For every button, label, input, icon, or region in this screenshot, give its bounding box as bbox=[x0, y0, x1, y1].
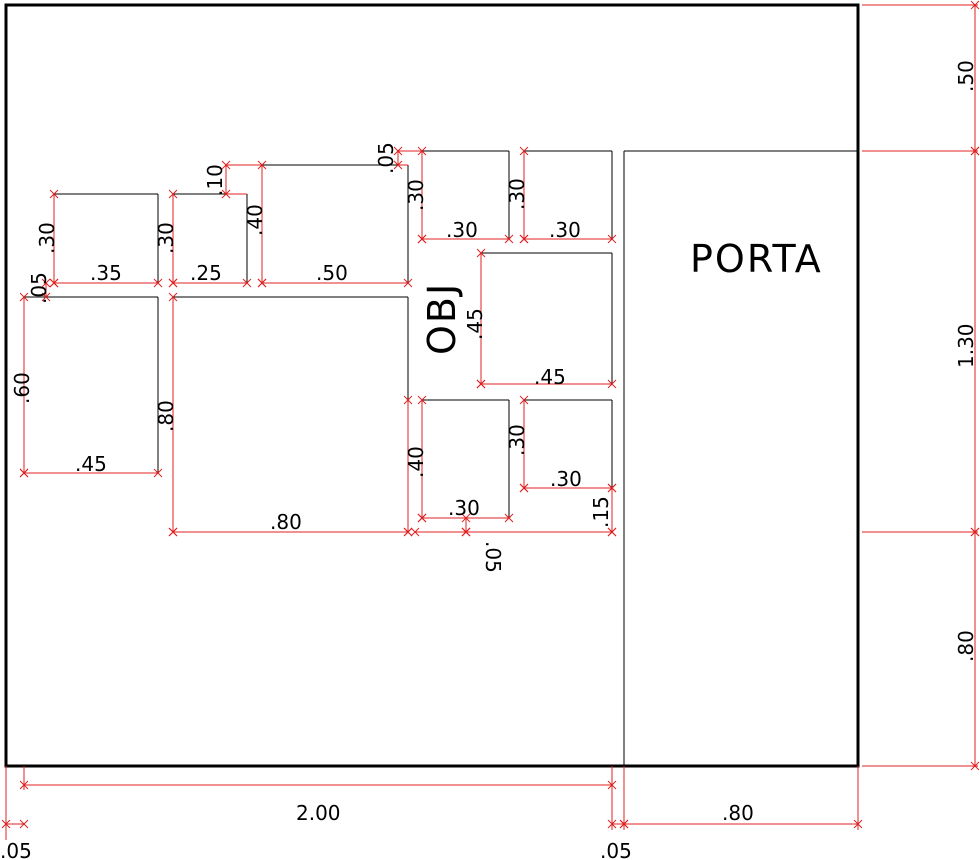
dimension-tick bbox=[417, 146, 427, 156]
box4-height: .30 bbox=[404, 179, 428, 211]
dimension-tick bbox=[461, 513, 471, 523]
dimension-tick bbox=[607, 527, 617, 537]
box2-width: .25 bbox=[190, 261, 222, 285]
dimension-tick bbox=[504, 234, 514, 244]
box4-width: .30 bbox=[446, 218, 478, 242]
dimension-tick bbox=[607, 379, 617, 389]
box2-height: .30 bbox=[154, 222, 178, 254]
dimension-tick bbox=[519, 483, 529, 493]
dimension-tick bbox=[49, 189, 59, 199]
dim-bottom-mid-gap: .05 bbox=[600, 839, 632, 860]
dimension-tick bbox=[417, 234, 427, 244]
box7-width: .45 bbox=[75, 452, 107, 476]
dimension-tick bbox=[410, 527, 420, 537]
dimension-tick bbox=[168, 278, 178, 288]
box8-height: .80 bbox=[154, 400, 178, 432]
obj-label: OBJ bbox=[420, 282, 464, 355]
dimension-tick bbox=[153, 278, 163, 288]
dimension-tick bbox=[476, 379, 486, 389]
plan-geometry bbox=[4, 3, 860, 768]
dimension-tick bbox=[607, 483, 617, 493]
dimension-tick bbox=[417, 513, 427, 523]
box10-gap: .15 bbox=[589, 496, 613, 528]
box1-width: .35 bbox=[90, 261, 122, 285]
dimension-tick bbox=[168, 292, 178, 302]
box5-width: .30 bbox=[549, 218, 581, 242]
dimension-tick bbox=[504, 513, 514, 523]
dimension-tick bbox=[41, 292, 51, 302]
dim-bottom-main: 2.00 bbox=[296, 801, 341, 825]
box3-height: .40 bbox=[243, 204, 267, 236]
box8-width: .80 bbox=[270, 510, 302, 534]
dimension-tick bbox=[153, 468, 163, 478]
box6-height: .45 bbox=[463, 308, 487, 340]
dimension-tick bbox=[168, 527, 178, 537]
box7-height: .60 bbox=[10, 372, 34, 404]
dimension-tick bbox=[403, 395, 413, 405]
dim-bottom-door: .80 bbox=[722, 801, 754, 825]
box10-height: .30 bbox=[505, 424, 529, 456]
dimension-tick bbox=[49, 278, 59, 288]
dimension-tick bbox=[970, 146, 980, 156]
dimension-tick bbox=[403, 278, 413, 288]
dimension-tick bbox=[257, 160, 267, 170]
dimension-tick bbox=[168, 189, 178, 199]
box9-width: .30 bbox=[448, 496, 480, 520]
box10-width: .30 bbox=[550, 467, 582, 491]
door-label: PORTA bbox=[690, 237, 823, 281]
box1-gap: .05 bbox=[27, 272, 51, 304]
dim-bottom-left-gap: .05 bbox=[0, 839, 32, 860]
dimension-tick bbox=[519, 395, 529, 405]
box5-height: .30 bbox=[505, 178, 529, 210]
dimension-tick bbox=[257, 278, 267, 288]
dimension-tick bbox=[19, 468, 29, 478]
dimension-tick bbox=[19, 292, 29, 302]
box9-gap: .05 bbox=[481, 541, 505, 573]
dimension-tick bbox=[970, 527, 980, 537]
dimension-lines bbox=[1, 0, 980, 840]
dimension-tick bbox=[41, 278, 51, 288]
dimension-tick bbox=[417, 395, 427, 405]
dimension-tick bbox=[476, 248, 486, 258]
box9-height: .40 bbox=[404, 446, 428, 478]
dimension-tick bbox=[970, 0, 980, 10]
box3-width: .50 bbox=[316, 261, 348, 285]
dim-right-low: .80 bbox=[954, 630, 978, 662]
dim-right-mid: 1.30 bbox=[954, 323, 978, 368]
dimension-tick bbox=[461, 527, 471, 537]
box1-height: .30 bbox=[35, 222, 59, 254]
dimension-tick bbox=[970, 761, 980, 771]
dimension-tick bbox=[519, 234, 529, 244]
dimension-tick bbox=[607, 234, 617, 244]
dimension-tick bbox=[519, 146, 529, 156]
dimension-tick bbox=[403, 527, 413, 537]
dim-top-right: .50 bbox=[954, 60, 978, 92]
room-outline bbox=[4, 3, 860, 768]
box6-width: .45 bbox=[534, 365, 566, 389]
dimension-tick bbox=[242, 278, 252, 288]
box2-gap: .10 bbox=[203, 164, 227, 196]
dimension-tick bbox=[19, 819, 29, 829]
box3-gap: .05 bbox=[374, 142, 398, 174]
